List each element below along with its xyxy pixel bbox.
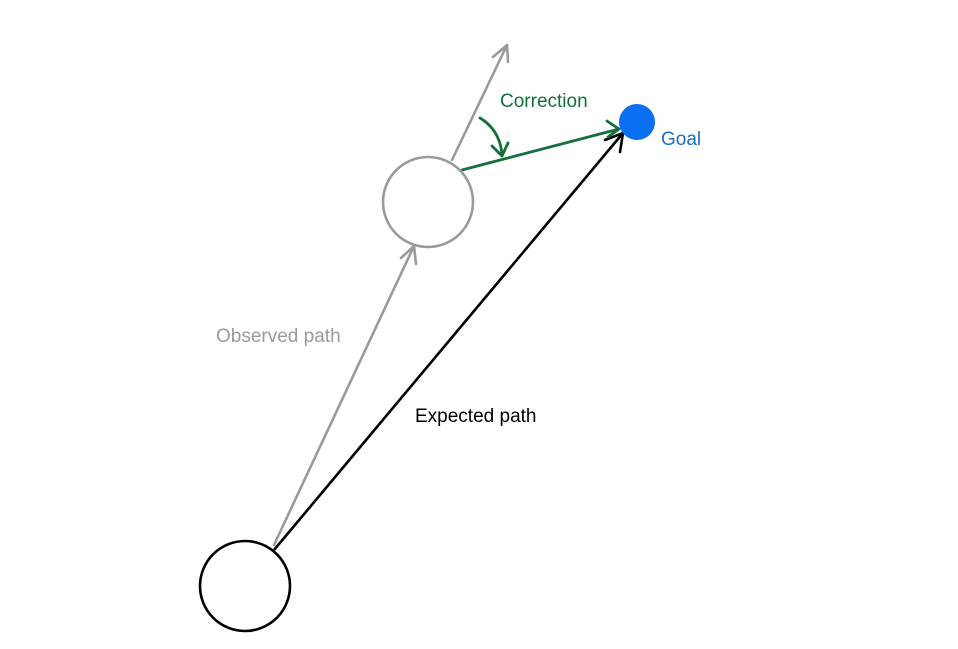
observed-continuation-arrow <box>450 43 510 162</box>
goal-dot <box>619 104 655 140</box>
correction-angle-arrow <box>478 116 510 158</box>
observed-path-label: Observed path <box>216 326 341 347</box>
correction-path <box>460 119 621 172</box>
observed-position-circle <box>381 155 475 249</box>
observed-path <box>272 244 418 547</box>
expected-path-label: Expected path <box>415 406 536 427</box>
goal-label: Goal <box>661 129 701 150</box>
correction-label: Correction <box>500 91 588 112</box>
start-circle <box>198 539 292 633</box>
